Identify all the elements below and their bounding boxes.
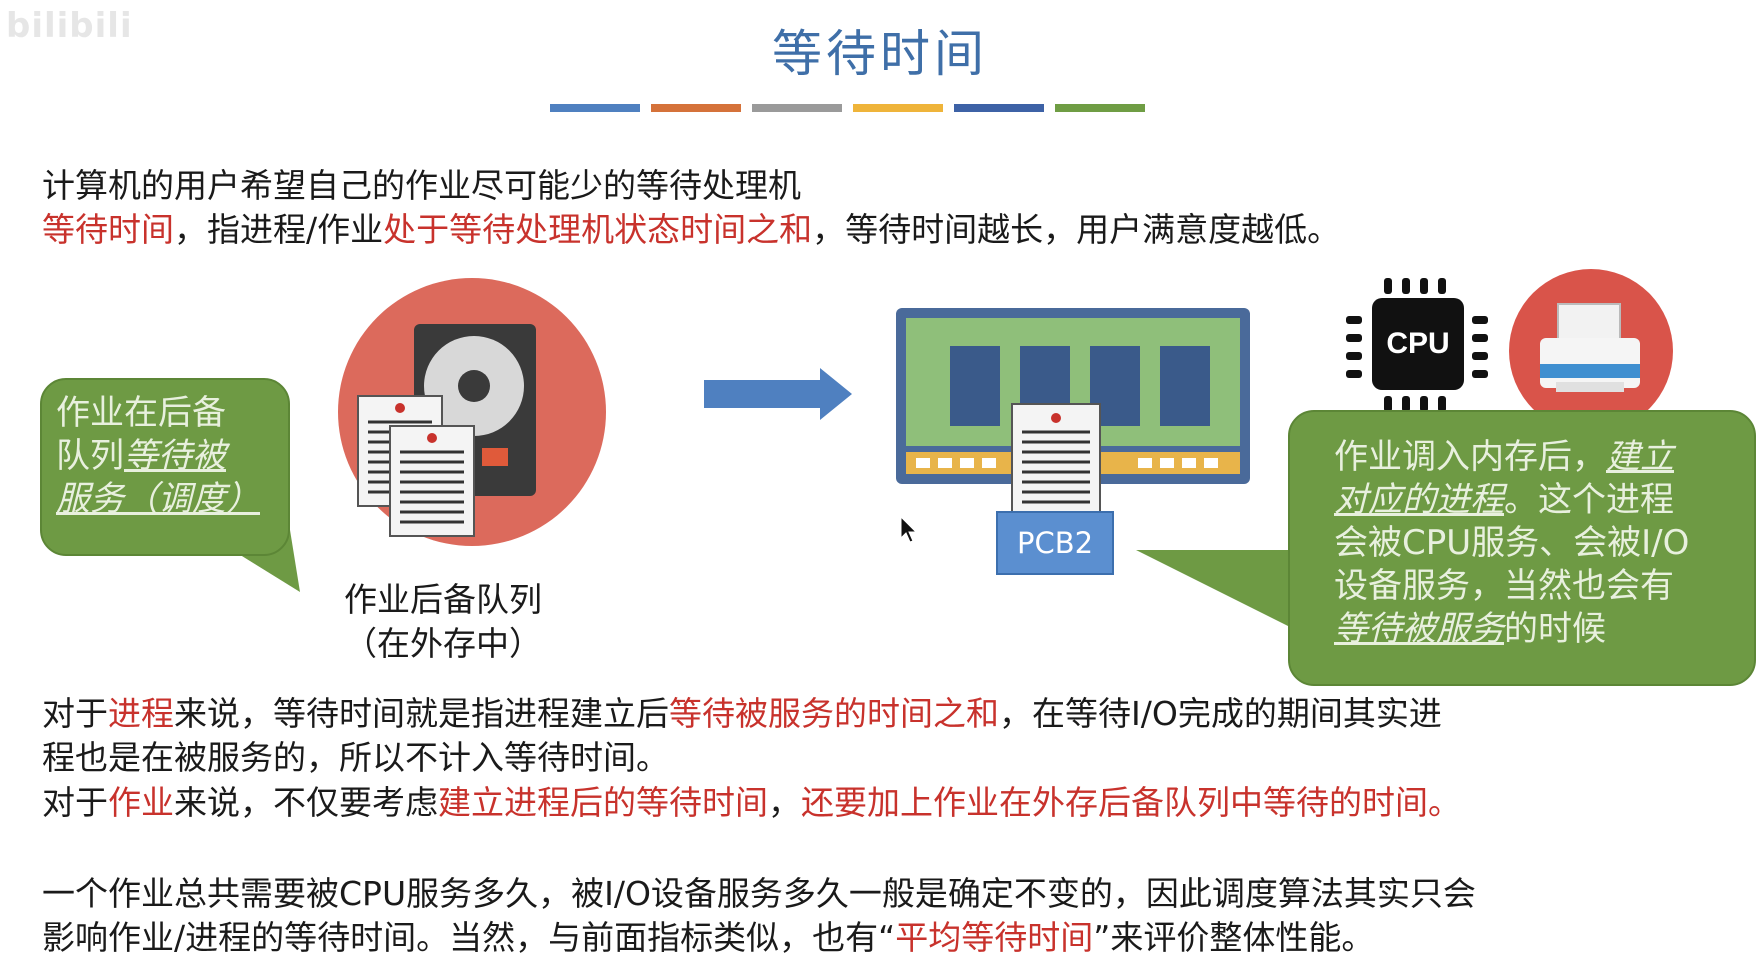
cpu-chip-icon: CPU: [1372, 298, 1464, 390]
right-arrow-icon: [704, 368, 852, 420]
cpu-pins: [1346, 278, 1488, 412]
hard-disk-icon: [338, 278, 606, 546]
color-bar-segment-4: [853, 104, 943, 112]
color-bar-segment-5: [954, 104, 1044, 112]
left-bubble-text: 作业在后备 队列等待被 服务（调度）: [56, 393, 260, 519]
slide-title: 等待时间: [772, 25, 988, 83]
pcb-label: PCB2: [996, 511, 1114, 575]
left-speech-bubble: 作业在后备 队列等待被 服务（调度）: [40, 378, 290, 556]
color-bar-segment-6: [1055, 104, 1145, 112]
mouse-cursor-icon: [900, 516, 918, 543]
term-waiting-time: 等待时间: [42, 210, 174, 249]
intro-paragraph: 计算机的用户希望自己的作业尽可能少的等待处理机 等待时间，指进程/作业处于等待处…: [42, 164, 1340, 252]
color-bar-segment-3: [752, 104, 842, 112]
color-bar-segment-1: [550, 104, 640, 112]
pcb-document-icon: [1011, 403, 1101, 513]
summary-paragraph: 一个作业总共需要被CPU服务多久，被I/O设备服务多久一般是确定不变的，因此调度…: [42, 874, 1476, 957]
job-queue-caption: 作业后备队列 （在外存中）: [344, 580, 542, 663]
right-speech-bubble: 作业调入内存后，建立 对应的进程。这个进程 会被CPU服务、会被I/O 设备服务…: [1288, 410, 1756, 686]
intro-line-2: 等待时间，指进程/作业处于等待处理机状态时间之和，等待时间越长，用户满意度越低。: [42, 210, 1341, 249]
right-bubble-tail: [1136, 550, 1316, 640]
color-bar-segment-2: [651, 104, 741, 112]
process-paragraph: 对于进程来说，等待时间就是指进程建立后等待被服务的时间之和，在等待I/O完成的期…: [42, 694, 1442, 777]
printer-icon: [1509, 269, 1673, 433]
watermark-logo: bilibili: [6, 6, 133, 46]
right-bubble-text: 作业调入内存后，建立 对应的进程。这个进程 会被CPU服务、会被I/O 设备服务…: [1334, 437, 1690, 649]
intro-line-1: 计算机的用户希望自己的作业尽可能少的等待处理机: [42, 166, 801, 205]
job-paragraph: 对于作业来说，不仅要考虑建立进程后的等待时间，还要加上作业在外存后备队列中等待的…: [42, 783, 1461, 822]
document-icon: [389, 425, 475, 537]
